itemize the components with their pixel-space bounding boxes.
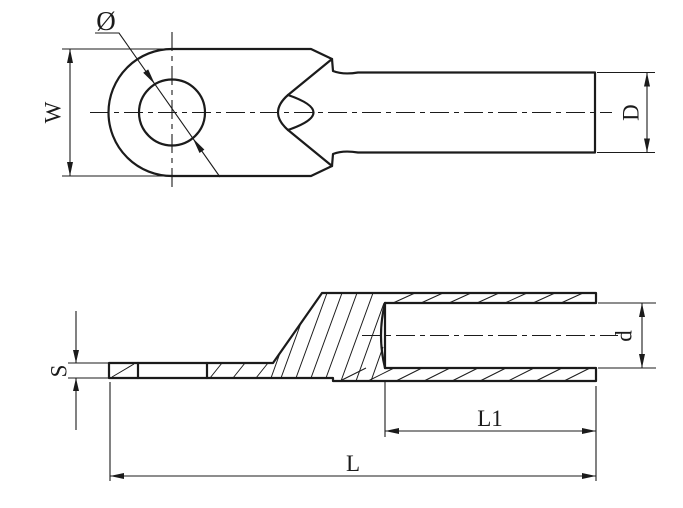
bore-diameter-arrowhead-top xyxy=(639,303,645,317)
palm-thickness-dimension: S xyxy=(46,311,109,430)
palm-thickness-arrowhead-bottom xyxy=(73,378,79,391)
wedge-hatching xyxy=(270,292,385,382)
barrel-diameter-arrowhead-bottom xyxy=(644,138,650,153)
dim-label-overall-length: L xyxy=(346,451,360,476)
hole-diameter-leader-line xyxy=(95,32,221,178)
barrel-diameter-dimension: D xyxy=(597,71,655,154)
barrel-top-wall-hatching xyxy=(392,292,584,304)
width-arrowhead-top xyxy=(67,49,73,63)
bore-mouth-flare-curve xyxy=(379,301,387,370)
bolt-hole-circle xyxy=(137,78,207,147)
dim-label-bore-depth: L1 xyxy=(477,406,503,431)
dim-label-hole-diameter: Ø xyxy=(96,6,116,36)
section-hole-edges xyxy=(136,361,209,380)
barrel-bottom-wall-hatching xyxy=(339,367,591,382)
palm-thickness-extension-lines xyxy=(68,362,109,379)
overall-length-arrowhead-right xyxy=(582,473,596,479)
flare-rim-curve xyxy=(276,93,315,132)
bore-diameter-dimension: d xyxy=(598,302,656,369)
hole-diameter-dimension: Ø xyxy=(95,6,221,178)
palm-hatching xyxy=(111,362,269,379)
section-view: S d L1 L xyxy=(46,291,656,481)
dim-label-barrel-diameter: D xyxy=(618,104,643,121)
flare-notch-lines xyxy=(286,57,334,168)
overall-length-dimension: L xyxy=(109,382,596,481)
bore-depth-extension-lines xyxy=(384,381,597,481)
width-extension-lines xyxy=(62,48,172,177)
bore-diameter-extension-lines xyxy=(598,302,656,369)
hole-diameter-arrowhead-lower xyxy=(192,138,205,153)
palm-thickness-arrowhead-top xyxy=(73,350,79,363)
top-view: Ø W D xyxy=(40,6,655,192)
barrel-diameter-extension-lines xyxy=(597,71,655,154)
bore-depth-arrowhead-left xyxy=(385,428,399,434)
barrel-diameter-arrowhead-top xyxy=(644,72,650,87)
dim-label-palm-thickness: S xyxy=(46,365,71,378)
hole-diameter-arrowhead-upper xyxy=(143,69,155,85)
bore-depth-dimension: L1 xyxy=(384,381,597,481)
dim-label-width: W xyxy=(40,101,65,123)
bore-depth-arrowhead-right xyxy=(582,428,596,434)
dim-label-bore-diameter: d xyxy=(611,330,636,342)
width-dimension: W xyxy=(40,48,172,177)
overall-length-arrowhead-left xyxy=(110,473,124,479)
bore-diameter-arrowhead-bottom xyxy=(639,354,645,368)
width-arrowhead-bottom xyxy=(67,162,73,176)
